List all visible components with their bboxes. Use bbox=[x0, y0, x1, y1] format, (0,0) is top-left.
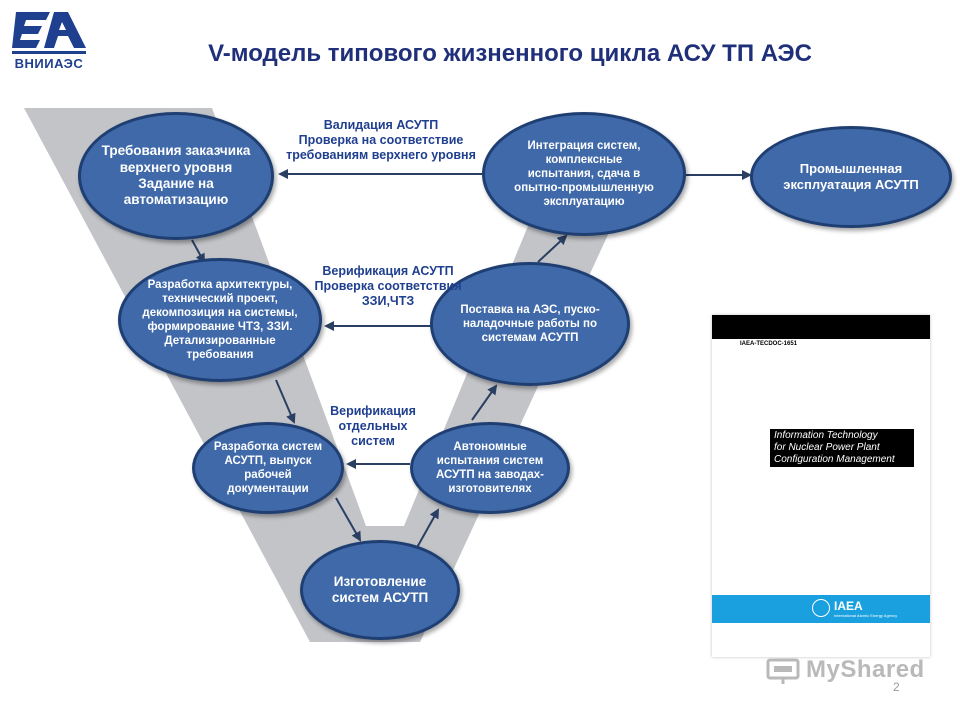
iaea-emblem-icon bbox=[812, 599, 830, 617]
watermark-text: MyShared bbox=[806, 656, 925, 683]
node-architecture: Разработка архитектуры, технический прое… bbox=[118, 258, 322, 382]
node-integration: Интеграция систем, комплексные испытания… bbox=[482, 112, 686, 236]
logo-text: ВНИИАЭС bbox=[14, 56, 84, 71]
node-system-development: Разработка систем АСУТП, выпуск рабочей … bbox=[192, 422, 344, 514]
publisher-full-name: International Atomic Energy Agency bbox=[834, 613, 898, 618]
up-arrow-3 bbox=[537, 234, 568, 263]
node-customer-requirements: Требования заказчика верхнего уровня Зад… bbox=[78, 112, 274, 240]
vniiaes-logo-icon bbox=[12, 12, 86, 54]
publisher-name: IAEA bbox=[834, 599, 863, 613]
verification-label: Верификация АСУТП Проверка соответствия … bbox=[314, 264, 462, 308]
up-arrow-2 bbox=[471, 384, 498, 421]
validation-label: Валидация АСУТП Проверка на соответствие… bbox=[286, 118, 476, 162]
node-manufacturing: Изготовление систем АСУТП bbox=[300, 540, 460, 640]
down-arrow-2 bbox=[275, 379, 296, 424]
presentation-icon bbox=[766, 658, 800, 684]
document-title: Information Technology for Nuclear Power… bbox=[770, 429, 914, 467]
page-title: V-модель типового жизненного цикла АСУ Т… bbox=[208, 40, 812, 67]
node-operation: Промышленная эксплуатация АСУТП bbox=[750, 126, 952, 228]
document-code: IAEA-TECDOC-1651 bbox=[738, 341, 800, 347]
node-autonomous-tests: Автономные испытания систем АСУТП на зав… bbox=[410, 422, 570, 514]
system-verification-label: Верификация отдельных систем bbox=[330, 404, 416, 448]
down-arrow-3 bbox=[335, 497, 361, 542]
page-number: 2 bbox=[893, 680, 900, 694]
iaea-document-cover: IAEA-TECDOC-1651 Information Technology … bbox=[712, 315, 930, 657]
node-delivery: Поставка на АЭС, пуско- наладочные работ… bbox=[430, 262, 630, 386]
